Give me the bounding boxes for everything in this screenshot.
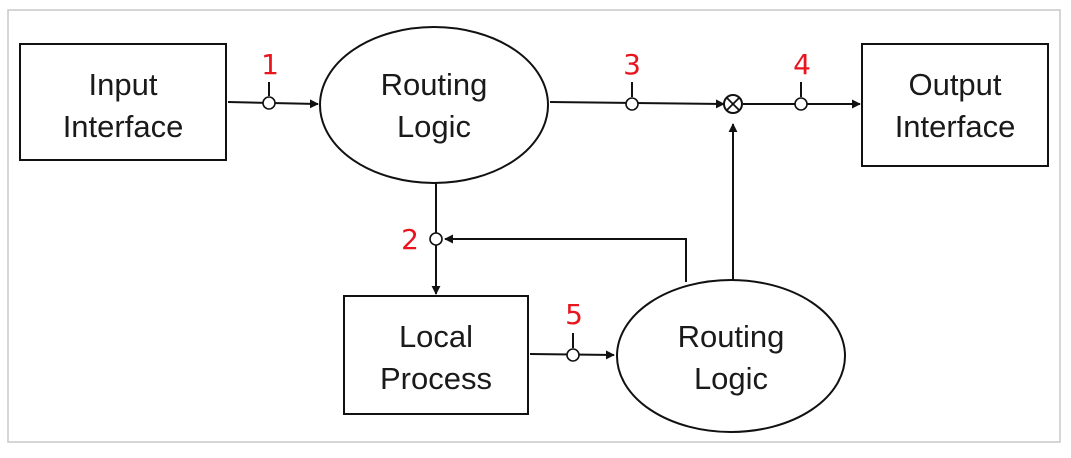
node-output-interface: Output Interface xyxy=(861,43,1049,167)
tap-circle xyxy=(566,348,580,362)
routing-logic-bottom-ellipse xyxy=(616,279,846,433)
tap-point-2: 2 xyxy=(401,223,443,256)
tap-number-1: 1 xyxy=(261,48,279,81)
output-interface-label-1: Output xyxy=(908,67,1001,102)
tap-point-4: 4 xyxy=(793,48,811,111)
output-interface-label-2: Interface xyxy=(895,109,1016,144)
local-process-label-2: Process xyxy=(380,361,492,396)
routing-logic-top-ellipse xyxy=(319,26,549,184)
input-interface-label-2: Interface xyxy=(63,109,184,144)
tap-number-2: 2 xyxy=(401,223,419,256)
output-interface-box xyxy=(861,43,1049,167)
connectors xyxy=(227,99,861,360)
arrow-feedback-to-tap2 xyxy=(444,234,687,282)
node-routing-logic-bottom: Routing Logic xyxy=(616,279,846,433)
routing-logic-top-label-2: Logic xyxy=(397,109,471,144)
tap-circle xyxy=(429,232,443,246)
routing-logic-bottom-label-1: Routing xyxy=(678,319,785,354)
junction-icon xyxy=(723,94,743,114)
tap-circle xyxy=(794,97,808,111)
input-interface-box xyxy=(19,43,227,161)
node-input-interface: Input Interface xyxy=(19,43,227,161)
tap-point-3: 3 xyxy=(623,48,641,111)
tap-number-3: 3 xyxy=(623,48,641,81)
input-interface-label-1: Input xyxy=(89,67,158,102)
tap-number-4: 4 xyxy=(793,48,811,81)
local-process-box xyxy=(343,295,529,415)
tap-circle xyxy=(262,96,276,110)
tap-point-5: 5 xyxy=(565,298,583,362)
tap-point-1: 1 xyxy=(261,48,279,110)
routing-logic-top-label-1: Routing xyxy=(381,67,488,102)
diagram-frame xyxy=(7,9,1061,443)
node-routing-logic-top: Routing Logic xyxy=(319,26,549,184)
node-local-process: Local Process xyxy=(343,295,529,415)
local-process-label-1: Local xyxy=(399,319,473,354)
tap-number-5: 5 xyxy=(565,298,583,331)
tap-circle xyxy=(625,97,639,111)
routing-logic-bottom-label-2: Logic xyxy=(694,361,768,396)
